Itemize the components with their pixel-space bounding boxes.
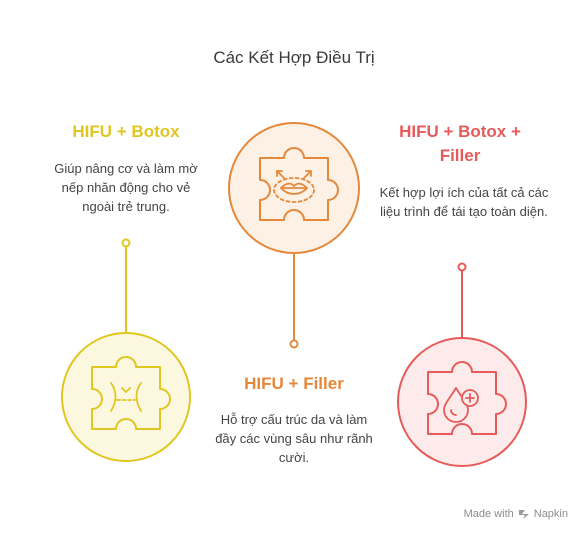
footer-brand: Napkin (533, 508, 568, 520)
diagram-title: Các Kết Hợp Điều Trị (213, 48, 375, 67)
puzzle-piece-left (91, 356, 171, 430)
heading-hifu-botox: HIFU + Botox (72, 122, 180, 141)
footer-prefix: Made with (463, 508, 514, 520)
description-hifu-filler: Hỗ trợ cấu trúc da và làm đầy các vùng s… (215, 412, 373, 465)
description-hifu-botox: Giúp nâng cơ và làm mờ nếp nhăn động cho… (54, 161, 198, 214)
connector-left (121, 238, 131, 333)
puzzle-piece-right (427, 361, 507, 435)
heading-hifu-botox-filler: HIFU + Botox + Filler (399, 122, 521, 165)
puzzle-piece-center (259, 147, 339, 221)
waist-slimming-icon (110, 382, 142, 412)
description-hifu-botox-filler: Kết hợp lợi ích của tất cả các liệu trìn… (379, 185, 549, 219)
connector-right (457, 262, 467, 343)
heading-hifu-filler: HIFU + Filler (244, 374, 344, 393)
drop-plus-icon (443, 387, 479, 423)
napkin-logo-icon (518, 510, 529, 519)
footer-attribution[interactable]: Made with Napkin (464, 508, 568, 520)
lip-lift-icon (273, 170, 315, 203)
connector-center (289, 253, 299, 349)
